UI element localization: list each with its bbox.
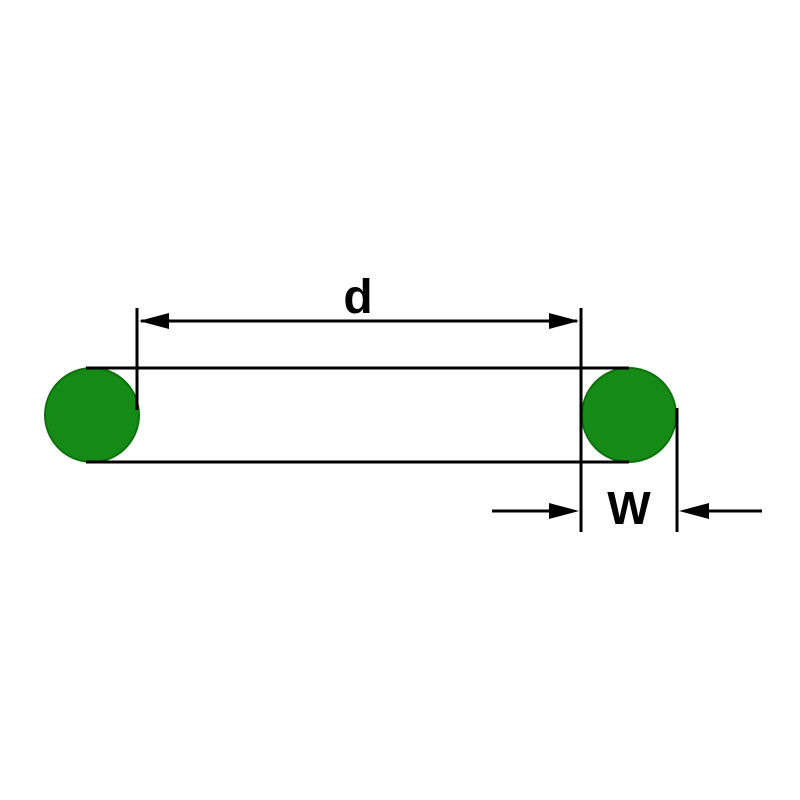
dimension-d-label: d [343,271,372,324]
dimension-w-label: W [607,482,651,534]
arrowhead-w-right-icon [679,503,709,519]
arrowhead-d-left-icon [139,313,169,329]
oring-cross-section-right [581,367,677,463]
dimension-labels: d W [343,271,651,534]
profile-lines [86,308,762,532]
arrowhead-w-left-icon [549,503,579,519]
arrowheads [139,313,709,519]
oring-cross-section-left [44,367,140,463]
arrowhead-d-right-icon [549,313,579,329]
